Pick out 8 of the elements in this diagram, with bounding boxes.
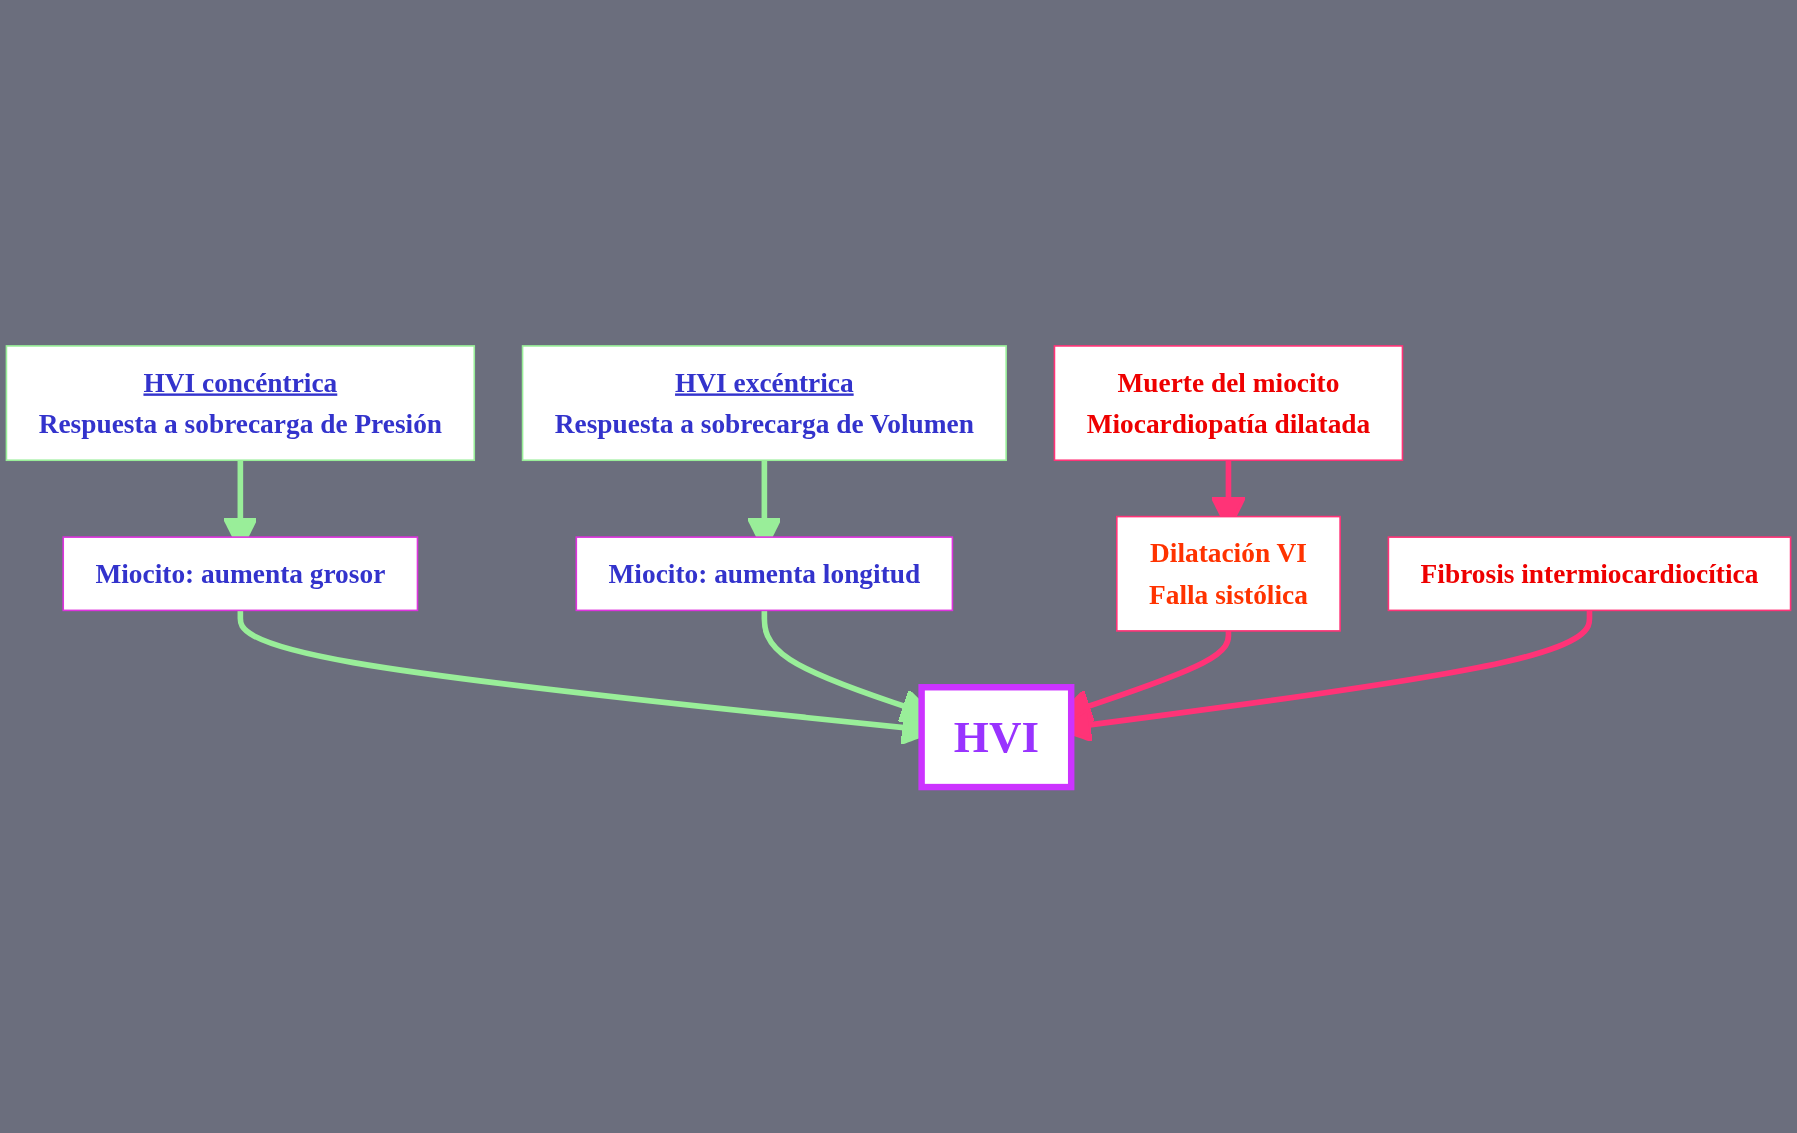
node-box: HVI concéntrica Respuesta a sobrecarga de Presión [5, 345, 476, 462]
node-box: Miocito: aumenta grosor [62, 536, 419, 612]
node-box: Muerte del miocito Miocardiopatía dilatada [1053, 345, 1404, 462]
node-box: Miocito: aumenta longitud [575, 536, 954, 612]
node-box: Fibrosis intermiocardiocítica [1387, 536, 1792, 612]
node-box: HVI excéntrica Respuesta a sobrecarga de Volumen [521, 345, 1007, 462]
node-box: Dilatación VI Falla sistólica [1116, 515, 1341, 632]
node-box: HVI [918, 684, 1075, 791]
